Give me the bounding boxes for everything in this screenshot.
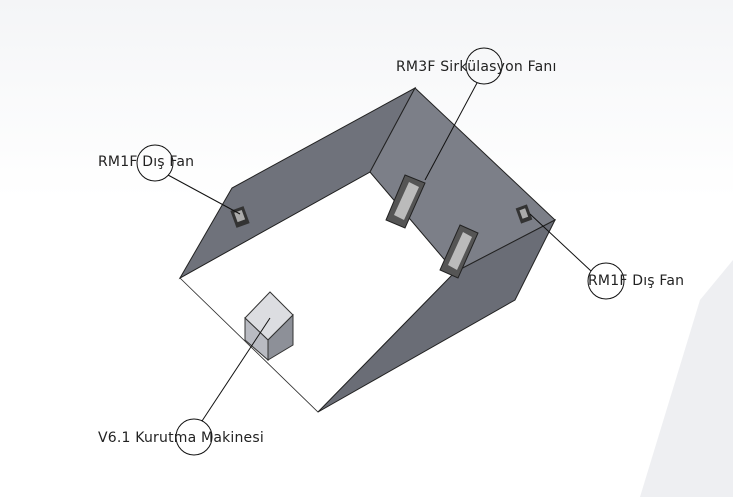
fan-right xyxy=(515,204,533,224)
label-fan-left: RM1F Dış Fan xyxy=(98,154,195,170)
shadow-bg xyxy=(640,260,733,497)
label-fan-right: RM1F Dış Fan xyxy=(588,273,685,289)
circulation-fan-1 xyxy=(385,174,426,229)
circulation-fan-2 xyxy=(439,224,479,279)
label-circulation-fan: RM3F Sirkülasyon Fanı xyxy=(396,59,557,75)
leader-lines xyxy=(136,47,625,456)
front-wall xyxy=(317,218,557,413)
label-dryer: V6.1 Kurutma Makinesi xyxy=(98,430,264,446)
